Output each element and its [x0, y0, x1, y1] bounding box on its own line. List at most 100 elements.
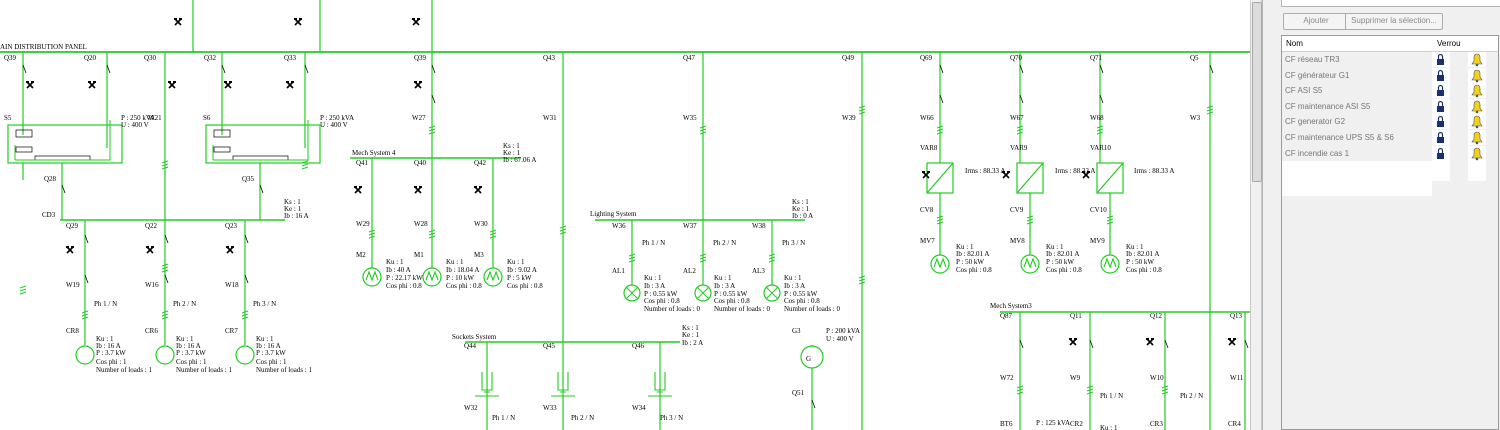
lock-cell[interactable] — [1432, 67, 1450, 83]
power-label: P : 0.55 kW — [714, 290, 748, 298]
scenario-row[interactable]: CF generator G2 — [1282, 114, 1498, 130]
power-label: P : 10 kW — [446, 274, 474, 282]
column-header-lock[interactable]: Verrou — [1437, 39, 1461, 48]
scenario-row[interactable]: CF réseau TR3 — [1282, 52, 1498, 68]
lock-icon — [1437, 116, 1444, 128]
breaker-label: Q42 — [474, 159, 487, 167]
breaker-label: Q22 — [145, 222, 158, 230]
cosphi-label: Cos phi : 1 — [176, 358, 207, 366]
scenario-name: CF générateur G1 — [1285, 70, 1350, 80]
feeder-label: W21 — [148, 114, 162, 122]
ib-label: Ib : 3 A — [714, 282, 735, 290]
bell-icon — [1471, 53, 1483, 67]
bell-cell[interactable] — [1468, 98, 1486, 114]
ku-label: Ku : 1 — [1046, 243, 1064, 251]
bell-cell[interactable] — [1468, 83, 1486, 99]
cosphi-label: Cos phi : 0.8 — [956, 266, 992, 274]
breaker-label: Q44 — [464, 342, 477, 350]
breaker-label: Q51 — [792, 389, 805, 397]
panel-top-strip — [1281, 0, 1500, 7]
column-header-name[interactable]: Nom — [1286, 39, 1303, 48]
scenario-row[interactable]: CF ASI S5 — [1282, 83, 1498, 99]
ups-voltage: U : 400 V — [320, 121, 348, 129]
system-title: Mech System3 — [990, 302, 1032, 310]
bell-icon — [1471, 116, 1483, 129]
ku-label: Ku : 1 — [256, 335, 274, 343]
ks-label: Ks : 1 — [792, 198, 809, 206]
feeder-label: W35 — [683, 114, 697, 122]
breaker-label: Q32 — [204, 54, 217, 62]
bell-cell[interactable] — [1468, 129, 1486, 145]
scrollbar-thumb[interactable] — [1252, 2, 1262, 182]
feeder-label: W39 — [842, 114, 856, 122]
power-label: P : 0.55 kW — [644, 290, 678, 298]
diagram-vertical-scrollbar[interactable] — [1250, 0, 1262, 430]
ke-label: Ke : 1 — [792, 205, 810, 213]
breaker-label: Q28 — [44, 175, 57, 183]
phase-label: Ph 3 / N — [253, 300, 276, 308]
delete-selection-button[interactable]: Supprimer la sélection... — [1345, 13, 1443, 30]
empty-area — [1282, 161, 1432, 196]
power-label: P : 0.55 kW — [784, 290, 818, 298]
load-label: BT6 — [1000, 420, 1013, 428]
scenario-row[interactable]: CF maintenance UPS S5 & S6 — [1282, 129, 1498, 146]
irms-label: Irms : 88.33 A — [965, 167, 1005, 175]
phase-label: Ph 2 / N — [571, 414, 594, 422]
bell-cell[interactable] — [1468, 67, 1486, 83]
scenario-name: CF incendie cas 1 — [1285, 148, 1350, 158]
scenario-list[interactable]: Nom Verrou CF réseau TR3 CF générateur G1… — [1281, 35, 1499, 430]
lock-cell[interactable] — [1432, 129, 1450, 145]
breaker-label: Q35 — [242, 175, 255, 183]
bell-icon — [1471, 147, 1483, 160]
feeder-label: W36 — [612, 222, 626, 230]
ups-voltage: U : 400 V — [121, 121, 149, 129]
ks-label: Ks : 1 — [503, 142, 520, 150]
var-output-label: CV9 — [1010, 206, 1024, 214]
breaker-label: Q39 — [4, 54, 17, 62]
ku-label: Ku : 1 — [446, 258, 464, 266]
var-output-label: CV8 — [920, 206, 934, 214]
var-output-label: CV10 — [1090, 206, 1107, 214]
load-label: AL1 — [612, 267, 625, 275]
phase-label: Ph 1 / N — [642, 239, 665, 247]
scenario-name: CF maintenance ASI S5 — [1285, 101, 1371, 111]
system-title: Lighting System — [590, 210, 637, 218]
bell-cell[interactable] — [1468, 114, 1486, 130]
ib-label: Ib : 3 A — [784, 282, 805, 290]
bell-cell[interactable] — [1468, 52, 1486, 67]
breaker-label: Q69 — [920, 54, 933, 62]
breaker-label: Q29 — [66, 222, 79, 230]
scenario-row[interactable]: CF incendie cas 1 — [1282, 145, 1498, 162]
loads-count-label: Number of loads : 0 — [644, 305, 700, 313]
lock-cell[interactable] — [1432, 145, 1450, 161]
lock-cell[interactable] — [1432, 52, 1450, 67]
var-label: VAR9 — [1010, 144, 1028, 152]
cosphi-label: Cos phi : 0.8 — [644, 297, 680, 305]
ib-label: Ib : 9.02 A — [507, 266, 537, 274]
ib-label: Ib : 16 A — [284, 212, 309, 220]
feeder-label: W32 — [464, 404, 478, 412]
ib-label: Ib : 3 A — [644, 282, 665, 290]
ku-label: Ku : 1 — [644, 274, 662, 282]
motor-label: MV7 — [920, 237, 935, 245]
breaker-label: Q47 — [683, 54, 696, 62]
ups-label: S6 — [203, 114, 211, 122]
power-label: P : 5 kW — [507, 274, 532, 282]
feeder-label: W9 — [1070, 374, 1081, 382]
empty-area — [1468, 161, 1486, 181]
lock-cell[interactable] — [1432, 114, 1450, 130]
lock-icon — [1437, 147, 1444, 159]
scenario-name: CF réseau TR3 — [1285, 55, 1340, 64]
loads-count-label: Number of loads : 1 — [96, 366, 152, 374]
ib-label: Ib : 82.01 A — [1046, 250, 1079, 258]
ib-label: Ib : 18.04 A — [446, 266, 479, 274]
lock-cell[interactable] — [1432, 98, 1450, 114]
add-button[interactable]: Ajouter — [1283, 13, 1349, 30]
scenario-row[interactable]: CF générateur G1 — [1282, 67, 1498, 84]
cosphi-label: Cos phi : 0.8 — [386, 282, 422, 290]
lock-cell[interactable] — [1432, 83, 1450, 99]
scenario-row[interactable]: CF maintenance ASI S5 — [1282, 98, 1498, 115]
cosphi-label: Cos phi : 0.8 — [507, 282, 543, 290]
bell-cell[interactable] — [1468, 145, 1486, 161]
